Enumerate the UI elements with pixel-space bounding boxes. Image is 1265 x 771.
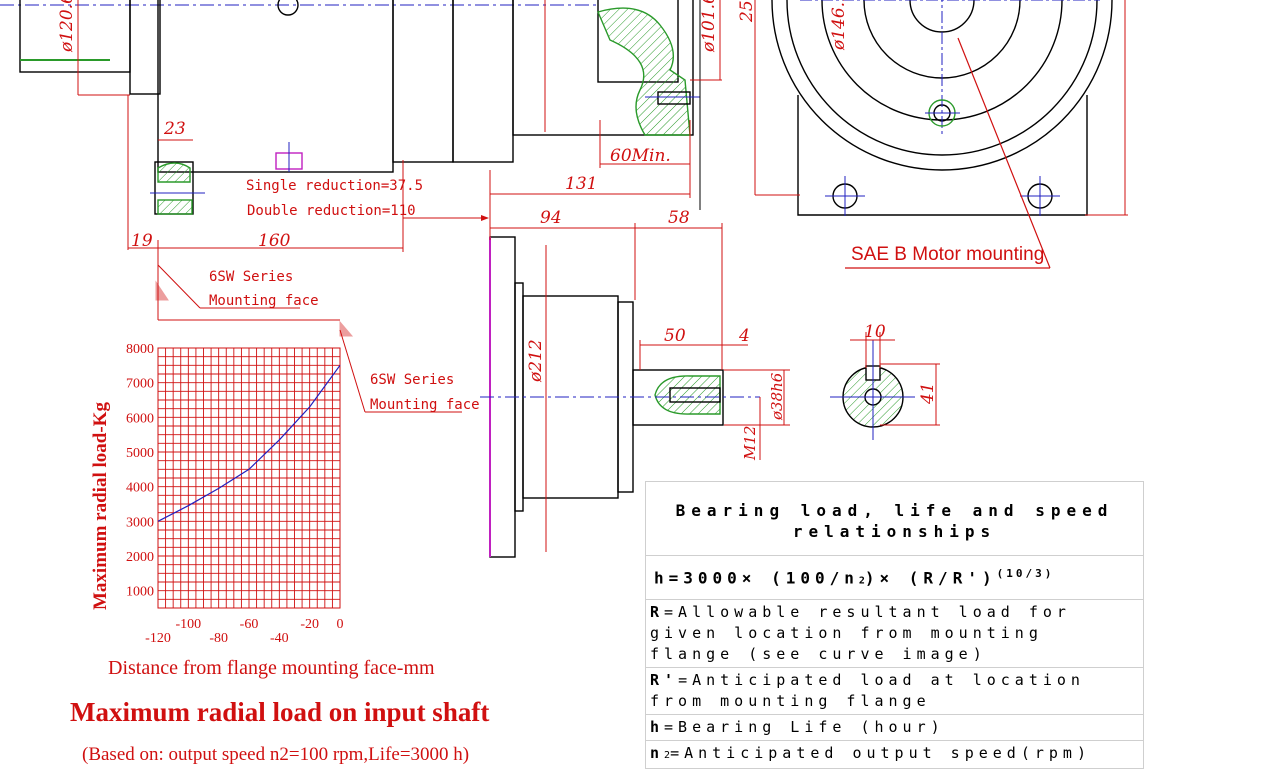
note-mount1-line1: 6SW Series (209, 269, 293, 285)
definition-text: =Anticipated output speed(rpm) (670, 744, 1091, 763)
x-tick-labels: -100 -60 -20 0 -120 -80 -40 (145, 617, 343, 646)
term: R' (650, 671, 679, 690)
dimension-lines (77, 0, 1128, 552)
dim-50: 50 (664, 326, 686, 346)
note-mount1-line2: Mounting face (209, 293, 319, 309)
dim-10: 10 (864, 322, 886, 342)
x-tick-label: -80 (209, 631, 228, 646)
term: n (650, 744, 665, 763)
sae-b-label: SAE B Motor mounting (851, 244, 1044, 265)
formula-text: h=3000× (100/n (654, 568, 859, 588)
keyway-end-view (830, 340, 915, 440)
formula-rest: )× (R/R') (864, 568, 997, 588)
dim-101: ø101.6 (699, 0, 719, 53)
dim-38: ø38h6 (768, 372, 786, 421)
note-mount2-line2: Mounting face (370, 397, 480, 413)
definition-row: R'=Anticipated load at location from mou… (646, 668, 1143, 716)
x-tick-label: -60 (240, 617, 259, 632)
sae-leader (845, 37, 1051, 269)
term: h (650, 718, 665, 737)
x-axis-label: Distance from flange mounting face-mm (108, 657, 435, 679)
dim-m12: M12 (741, 426, 759, 461)
reducer-side-view (0, 0, 600, 215)
flange-cutaway (512, 0, 701, 210)
note-double-reduction: Double reduction=110 (247, 203, 416, 219)
formula-exponent: (10/3) (996, 567, 1055, 580)
sae-end-view (771, 0, 1113, 216)
radial-load-chart: 8000 7000 6000 5000 4000 3000 2000 1000 -100 -60… (70, 342, 489, 765)
definition-row: R=Allowable resultant load for given loc… (646, 600, 1143, 669)
chart-title: Maximum radial load on input shaft (70, 697, 489, 727)
dim-212: ø212 (526, 339, 546, 383)
dim-146: ø146.1 (829, 0, 849, 51)
term-subscript: 2 (664, 750, 671, 762)
y-tick-label: 6000 (126, 411, 154, 426)
table-title: Bearing load, life and speed relationshi… (646, 482, 1143, 556)
formula-subscript: 2 (858, 575, 865, 587)
dimension-labels: ø120.6 ø101.6 ø146.1 25 23 60Min. 131 94… (57, 0, 938, 461)
mounting-face-leaders (155, 264, 462, 413)
definition-text: =Allowable resultant load for given loca… (650, 603, 1071, 664)
dim-131: 131 (565, 174, 597, 194)
dim-19: 19 (131, 231, 153, 251)
dim-41: 41 (918, 382, 938, 405)
y-axis-label: Maximum radial load-Kg (90, 402, 111, 610)
y-tick-labels: 8000 7000 6000 5000 4000 3000 2000 1000 (126, 342, 154, 600)
life-formula: h=3000× (100/n2)× (R/R')(10/3) (646, 556, 1143, 601)
definition-text: =Bearing Life (hour) (664, 718, 945, 737)
x-tick-label: -40 (270, 631, 289, 646)
x-tick-label: -120 (145, 631, 171, 646)
chart-subtitle: (Based on: output speed n2=100 rpm,Life=… (82, 744, 469, 765)
definition-text: =Anticipated load at location from mount… (650, 671, 1085, 711)
x-tick-label: 0 (337, 617, 344, 632)
y-tick-label: 2000 (126, 550, 154, 565)
y-tick-label: 7000 (126, 377, 154, 392)
dim-120: ø120.6 (57, 0, 77, 53)
definition-row: n2=Anticipated output speed(rpm) (646, 741, 1143, 768)
y-tick-label: 3000 (126, 515, 154, 530)
dim-23: 23 (163, 119, 186, 139)
dim-160: 160 (258, 231, 291, 251)
y-tick-label: 1000 (126, 585, 154, 600)
definition-row: h=Bearing Life (hour) (646, 715, 1143, 742)
bearing-relationship-table: Bearing load, life and speed relationshi… (645, 481, 1144, 770)
dim-25: 25 (737, 0, 757, 23)
output-flange-side-view (480, 236, 760, 558)
y-tick-label: 4000 (126, 481, 154, 496)
dim-60min: 60Min. (610, 146, 671, 166)
y-tick-label: 5000 (126, 446, 154, 461)
y-tick-label: 8000 (126, 342, 154, 357)
chart-grid (157, 347, 341, 609)
drawing-notes: Single reduction=37.5 Double reduction=1… (209, 178, 1044, 413)
note-mount2-line1: 6SW Series (370, 372, 454, 388)
note-single-reduction: Single reduction=37.5 (246, 178, 423, 194)
term: R (650, 603, 665, 622)
dim-58: 58 (668, 208, 690, 228)
series-line (157, 364, 341, 522)
dim-94: 94 (540, 208, 562, 228)
x-tick-label: -100 (175, 617, 201, 632)
dim-4: 4 (738, 326, 750, 346)
x-tick-label: -20 (300, 617, 319, 632)
